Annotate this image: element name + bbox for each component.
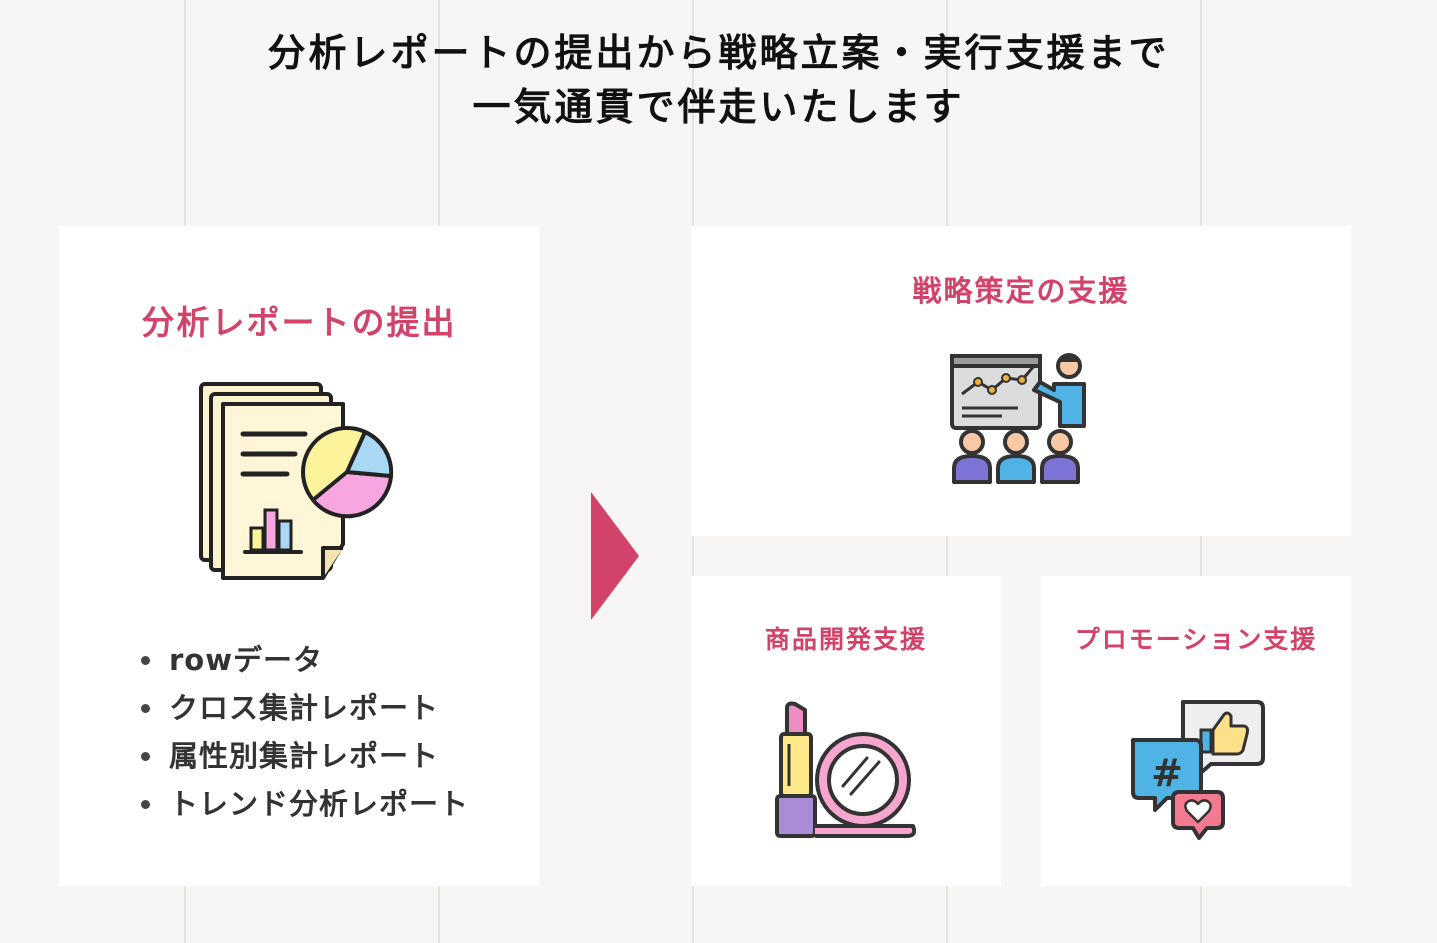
arrow-right-icon [591,492,639,620]
headline: 分析レポートの提出から戦略立案・実行支援まで 一気通貫で伴走いたします [0,26,1437,134]
social-media-bubbles-icon: # [1131,700,1265,840]
promotion-panel: プロモーション支援 # [1041,576,1351,886]
lipstick-mirror-icon [775,701,917,838]
list-item: クロス集計レポート [137,684,469,732]
strategy-panel: 戦略策定の支援 [691,226,1351,536]
report-items-list: rowデータ クロス集計レポート 属性別集計レポート トレンド分析レポート [137,636,469,828]
headline-line-1: 分析レポートの提出から戦略立案・実行支援まで [267,31,1170,75]
report-panel: 分析レポートの提出 rowデータ クロス集計レポート 属性別集計レポート トレン… [59,226,539,886]
list-item: 属性別集計レポート [137,732,469,780]
headline-line-2: 一気通貫で伴走いたします [472,85,965,129]
report-pie-chart-icon [199,382,394,580]
product-panel: 商品開発支援 [691,576,1001,886]
promotion-panel-title: プロモーション支援 [1074,625,1318,654]
svg-text:#: # [1151,751,1183,795]
list-item: rowデータ [137,636,469,684]
product-panel-title: 商品開発支援 [764,625,927,654]
list-item: トレンド分析レポート [137,780,469,828]
report-panel-title: 分析レポートの提出 [141,303,457,342]
presentation-audience-icon [950,353,1086,484]
strategy-panel-title: 戦略策定の支援 [912,274,1130,308]
